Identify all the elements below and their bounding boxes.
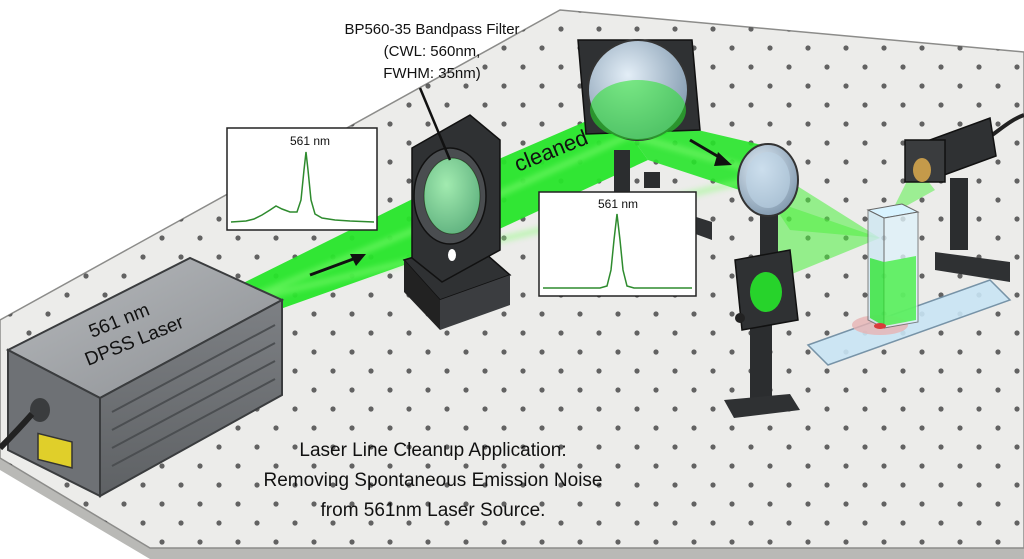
spectrum-after-panel: 561 nm: [538, 191, 697, 297]
mirror-icon: [577, 39, 701, 195]
spectrum-before-curve: [230, 151, 375, 223]
spectrum-after-peak-label: 561 nm: [598, 197, 638, 211]
spectrum-before-panel: 561 nm: [226, 127, 378, 231]
spectrum-after-curve: [543, 213, 692, 289]
mirror-mount-2: [724, 249, 800, 418]
filter-label: BP560-35 Bandpass Filter (CWL: 560nm, FW…: [344, 21, 519, 82]
cuvette-icon: [806, 203, 1012, 366]
caption-line2: Removing Spontaneous Emission Noise: [263, 470, 602, 491]
detector-icon: [904, 113, 1024, 282]
lens-icon: [737, 143, 799, 265]
caption: Laser Line Cleanup Application: Removing…: [263, 440, 602, 521]
laser-head-icon: 561 nm DPSS Laser: [0, 256, 285, 498]
bandpass-filter-icon: [402, 87, 512, 330]
caption-line1: Laser Line Cleanup Application:: [299, 440, 566, 461]
filter-label-line1: BP560-35 Bandpass Filter: [344, 21, 519, 38]
warning-label: [37, 432, 73, 469]
spectrum-before-peak-label: 561 nm: [290, 134, 330, 148]
direction-arrow-icon: [309, 138, 732, 277]
filter-label-line3: FWHM: 35nm): [383, 65, 481, 82]
caption-line3: from 561nm Laser Source.: [321, 500, 546, 521]
filter-label-line2: (CWL: 560nm,: [384, 43, 481, 60]
